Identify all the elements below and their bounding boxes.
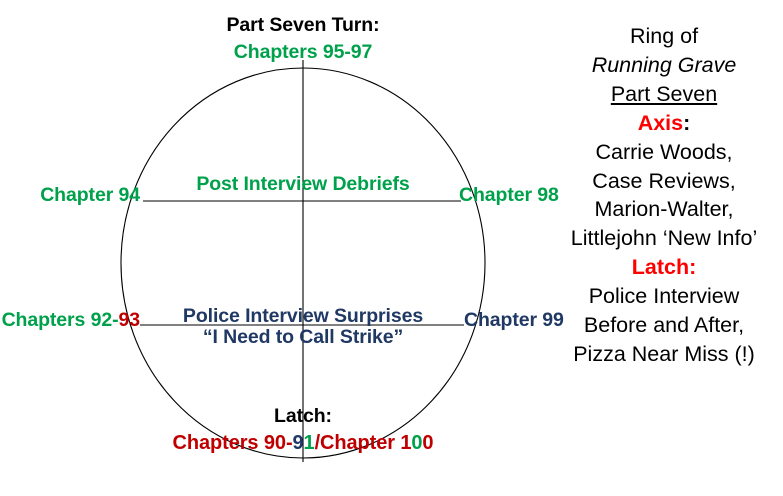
latch-heading-bottom: Latch: (274, 405, 332, 427)
upper-chord-right-label: Chapter 98 (459, 184, 559, 206)
key-latch-heading-colon: : (689, 255, 697, 280)
lower-chord-center-line1: Police Interview Surprises (182, 305, 424, 327)
key-panel: Ring of Running Grave Part Seven Axis: C… (545, 22, 783, 369)
key-latch-heading: Latch: (545, 253, 783, 282)
lower-chord-left-label-red: 93 (118, 309, 141, 331)
key-axis-heading-text: Axis (637, 110, 684, 135)
latch-chapters-segment-2: 1 (303, 432, 315, 454)
latch-chapters-segment-6: 0 (411, 432, 423, 454)
lower-chord-left-label-green: Chapters 92- (1, 309, 119, 331)
key-latch-heading-text: Latch (631, 255, 690, 280)
key-latch-item-0: Police Interview (588, 284, 740, 309)
latch-chapters-segment-0: Chapters 90- (172, 432, 293, 454)
key-axis-item-1: Case Reviews, (592, 168, 736, 193)
key-latch-item-2: Pizza Near Miss (!) (573, 341, 755, 366)
lower-chord-right-label: Chapter 99 (464, 309, 564, 331)
latch-chapters-segment-7: 0 (422, 432, 434, 454)
latch-chapters-segment-1: 9 (292, 432, 304, 454)
upper-chord-left-label: Chapter 94 (40, 184, 140, 206)
key-title-line-1: Ring of (629, 24, 699, 48)
key-axis-heading-colon: : (683, 110, 691, 135)
latch-chapters-segment-3: / (314, 432, 321, 454)
lower-chord-center-line2: “I Need to Call Strike” (202, 325, 404, 348)
turn-chapters-label: Chapters 95-97 (233, 41, 373, 63)
key-title-line-3: Part Seven (610, 81, 718, 106)
ring-geometry (120, 60, 486, 462)
latch-chapters-segment-4: Chapter (320, 432, 401, 454)
key-axis-item-0: Carrie Woods, (595, 139, 733, 164)
latch-chapters-label: Chapters 90-91/Chapter 100 (172, 432, 434, 454)
ring-diagram: Part Seven Turn: Chapters 95-97 Chapter … (1, 14, 564, 462)
key-axis-item-3: Littlejohn ‘New Info’ (570, 226, 758, 251)
key-axis-heading: Axis: (545, 109, 783, 138)
part-seven-turn-heading: Part Seven Turn: (226, 14, 380, 36)
key-title-line-2: Running Grave (591, 52, 737, 77)
key-latch-item-1: Before and After, (583, 313, 745, 338)
lower-chord-left-label: Chapters 92-93 (1, 309, 141, 331)
latch-chapters-segment-5: 1 (400, 432, 412, 454)
upper-chord-center-label: Post Interview Debriefs (196, 173, 410, 195)
lower-chord-center-label: Police Interview Surprises“I Need to Cal… (183, 306, 423, 347)
key-axis-item-2: Marion-Walter, (594, 197, 734, 222)
